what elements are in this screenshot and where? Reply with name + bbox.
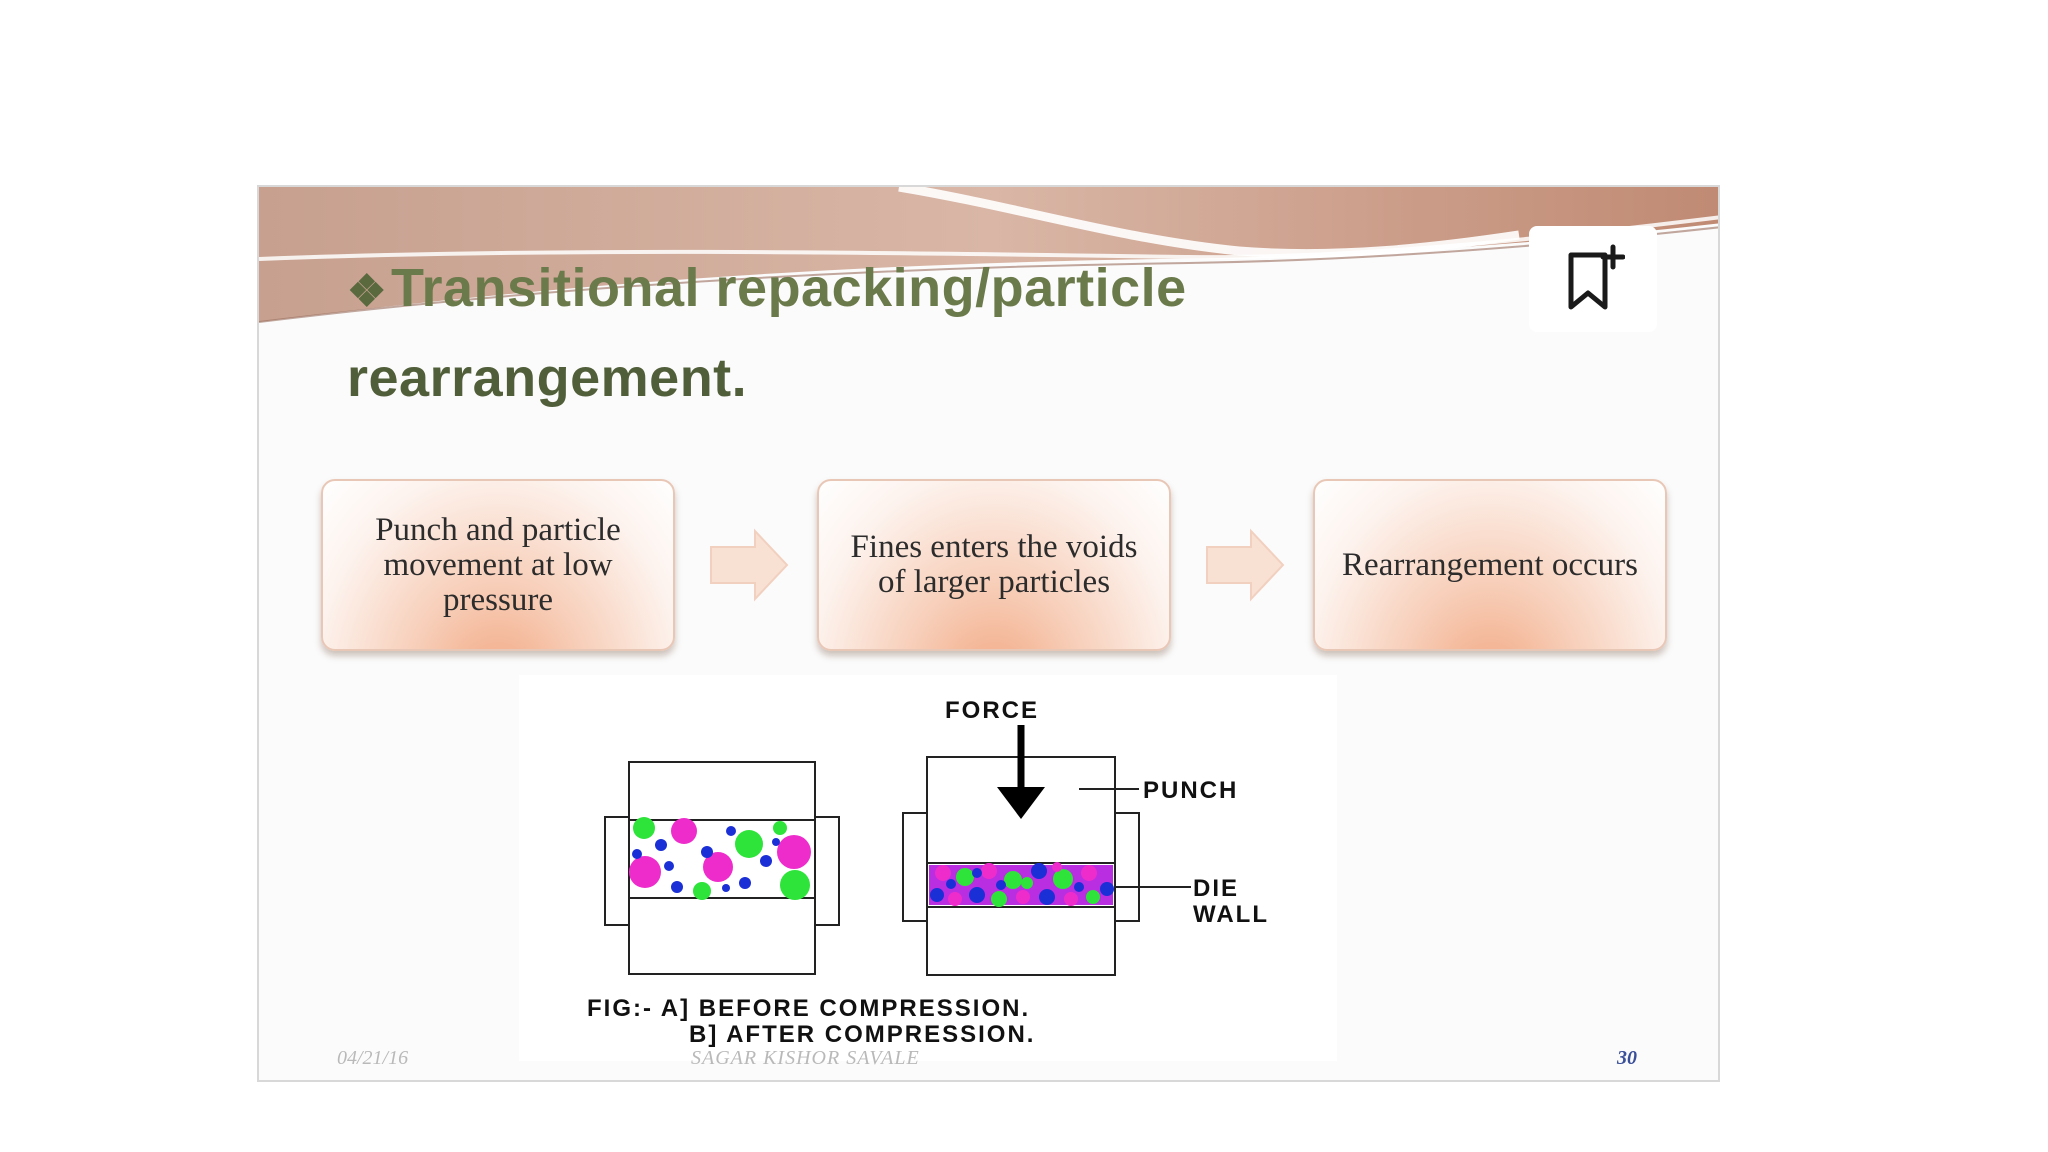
process-step-3-label: Rearrangement occurs — [1342, 546, 1638, 583]
process-step-1: Punch and particle movement at low press… — [321, 479, 675, 651]
bookmark-add-button[interactable] — [1529, 226, 1657, 332]
process-step-2-label: Fines enters the voids of larger particl… — [850, 529, 1138, 600]
wall-label: WALL — [1193, 901, 1269, 928]
die-b-wall-right — [1114, 812, 1140, 922]
chevron-arrow-icon — [1206, 528, 1285, 602]
die-a-wall-right — [814, 816, 840, 926]
compression-figure: FORCE PUNCH DIE WALL FIG:- A] BEFORE COM… — [519, 675, 1337, 1061]
figure-caption-line1: FIG:- A] BEFORE COMPRESSION. — [587, 995, 1031, 1022]
process-step-2: Fines enters the voids of larger particl… — [817, 479, 1171, 651]
footer-date: 04/21/16 — [337, 1047, 409, 1069]
diamond-bullet-icon: ❖ — [347, 267, 387, 316]
bookmark-add-icon — [1568, 244, 1625, 310]
loose-particles — [629, 817, 811, 900]
slide-title-line1: Transitional repacking/particle — [390, 258, 1187, 318]
compacted-particles — [929, 862, 1114, 907]
slide-title-line2: rearrangement. — [347, 348, 748, 408]
force-arrow-icon — [997, 725, 1045, 819]
process-step-3: Rearrangement occurs — [1313, 479, 1667, 651]
punch-label: PUNCH — [1143, 777, 1239, 804]
die-label: DIE — [1193, 875, 1240, 902]
force-label: FORCE — [945, 697, 1039, 724]
slide: ❖Transitional repacking/particle rearran… — [257, 185, 1720, 1082]
figure-caption-line2: B] AFTER COMPRESSION. — [689, 1021, 1036, 1048]
chevron-arrow-icon — [710, 528, 789, 602]
slide-title: ❖Transitional repacking/particle rearran… — [347, 245, 1497, 421]
footer-author: SAGAR KISHOR SAVALE — [691, 1047, 920, 1069]
die-a-wall-left — [604, 816, 630, 926]
die-b-wall-left — [902, 812, 928, 922]
footer-page-number: 30 — [1617, 1047, 1637, 1069]
compression-diagram — [604, 725, 1191, 976]
process-step-1-label: Punch and particle movement at low press… — [375, 511, 621, 618]
